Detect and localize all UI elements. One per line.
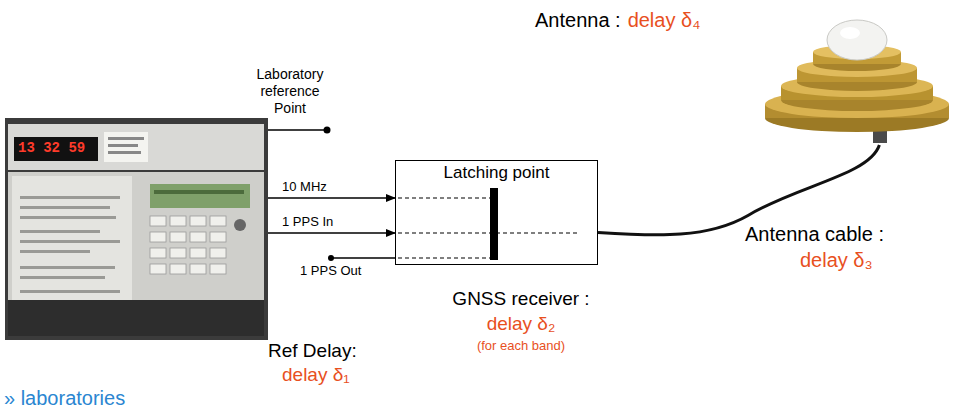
reference-dot <box>324 127 331 134</box>
latching-bar <box>490 188 498 260</box>
delay-heading: Antenna : <box>535 8 621 32</box>
clock-display: 13 32 59 <box>18 140 85 157</box>
signal-name: 10 MHz <box>282 179 327 195</box>
clock-photo <box>5 118 268 340</box>
internal-paths <box>398 198 578 258</box>
footer-text: » laboratories <box>4 386 125 410</box>
signal-pps-in <box>268 232 395 234</box>
antenna-node: Antenna : delay δ₄ <box>535 4 955 145</box>
delay-label: delay δ₁ <box>282 364 350 387</box>
delay-label: delay δ₃ <box>800 248 873 272</box>
signal-pps-out <box>333 257 395 259</box>
antenna-cable <box>598 145 879 235</box>
reference-leader <box>268 129 324 131</box>
signal-10mhz <box>268 197 395 199</box>
delay-label: delay δ₄ <box>628 8 701 32</box>
delay-heading: Antenna cable : <box>745 222 884 246</box>
delay-label: delay δ₂ <box>396 313 646 336</box>
delay-heading: Ref Delay: <box>268 340 357 363</box>
delay-heading: GNSS receiver : <box>396 288 646 311</box>
signal-name: 1 PPS In <box>282 214 333 230</box>
box-caption: GNSS receiver :delay δ₂ (for each band) <box>396 288 646 353</box>
box-title: Latching point <box>396 161 597 183</box>
receiver-box: Latching pointGNSS receiver :delay δ₂(fo… <box>395 160 598 265</box>
reference-label: Laboratory reference Point <box>245 66 335 116</box>
delay-label: (for each band) <box>396 338 646 354</box>
antenna-caption: Antenna : delay δ₄ <box>535 8 707 32</box>
pps-out-dot <box>328 255 334 261</box>
signal-name: 1 PPS Out <box>300 263 361 279</box>
antenna-picture <box>765 20 949 143</box>
